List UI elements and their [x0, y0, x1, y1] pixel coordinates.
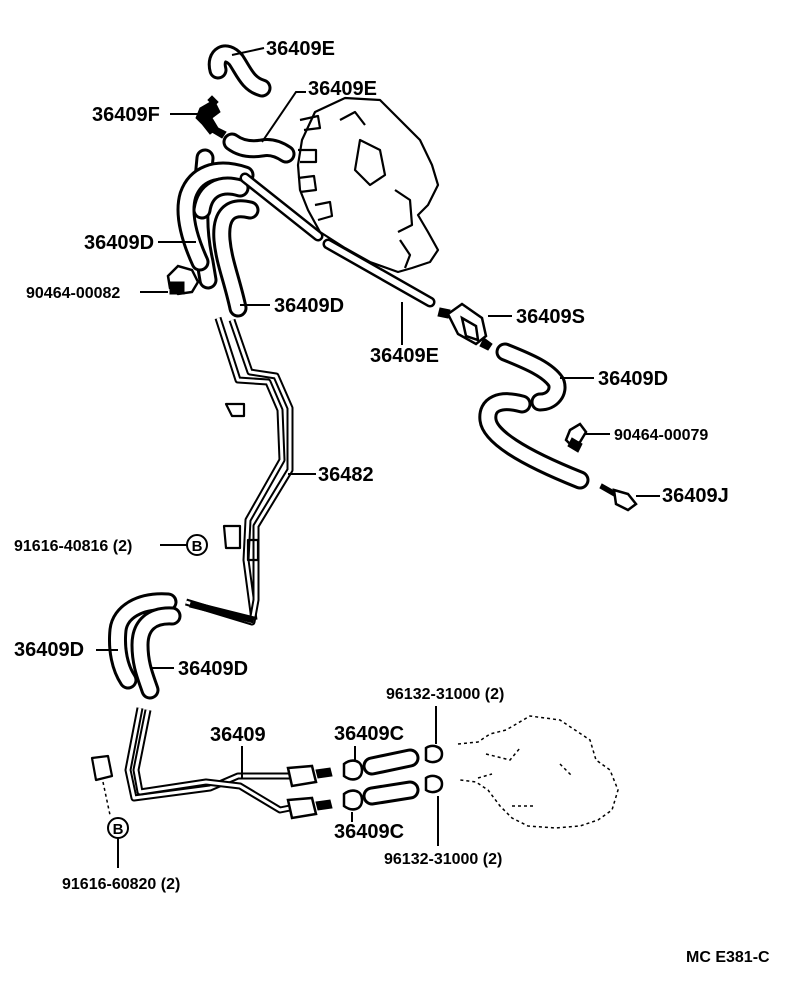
hose-36409E-top: [207, 44, 272, 98]
engine-outline-lower: [457, 715, 619, 829]
label-36409D-b: 36409D: [274, 295, 344, 317]
label-90464-00079: 90464-00079: [614, 427, 708, 444]
label-36409F: 36409F: [92, 104, 160, 126]
bolt-marker-b-bottom: B: [107, 817, 129, 868]
label-36409C-bot: 36409C: [334, 821, 404, 843]
label-36409D-c: 36409D: [598, 368, 668, 390]
tube-fittings: [286, 764, 333, 820]
engine-outline-upper: [296, 96, 440, 274]
label-91616-40816: 91616-40816 (2): [14, 538, 132, 555]
label-96132-31000-top: 96132-31000 (2): [386, 686, 504, 703]
bolt-marker-b-top: B: [160, 534, 208, 556]
label-36409C-top: 36409C: [334, 723, 404, 745]
hose-36409D-upper-bundle: [158, 148, 270, 318]
clamp-90464-00082: [140, 264, 200, 296]
label-36409E-top: 36409E: [266, 38, 335, 60]
label-36482: 36482: [318, 464, 374, 486]
label-36409J: 36409J: [662, 485, 729, 507]
diagram-code: MC E381-C: [686, 949, 770, 966]
label-36409E-low: 36409E: [370, 345, 439, 367]
clamp-90464-00079: [564, 422, 610, 453]
label-96132-31000-bot: 96132-31000 (2): [384, 851, 502, 868]
hose-36409D-lower: [96, 592, 182, 700]
label-36409D-e: 36409D: [178, 658, 248, 680]
label-91616-60820: 91616-60820 (2): [62, 876, 180, 893]
svg-text:B: B: [113, 821, 124, 838]
label-36409D-d: 36409D: [14, 639, 84, 661]
filter-36409S: [437, 302, 512, 351]
connector-36409J: [599, 483, 660, 512]
pipe-36409E-long: [239, 172, 436, 345]
tube-36482: [184, 316, 316, 626]
clamp-96132-31000: [424, 706, 444, 846]
label-36409E-mid: 36409E: [308, 78, 377, 100]
label-90464-00082: 90464-00082: [26, 285, 120, 302]
tube-36409: [90, 707, 301, 816]
hose-36409D-right: [478, 342, 594, 490]
label-36409D-a: 36409D: [84, 232, 154, 254]
svg-text:B: B: [192, 538, 203, 555]
label-36409: 36409: [210, 724, 266, 746]
hose-36409E-mid: [222, 91, 306, 164]
hose-36409C: [342, 746, 420, 822]
fitting-36409F: [170, 95, 227, 139]
part-labels: 36409E 36409E 36409F 36409D 90464-00082 …: [14, 38, 729, 893]
label-36409S: 36409S: [516, 306, 585, 328]
